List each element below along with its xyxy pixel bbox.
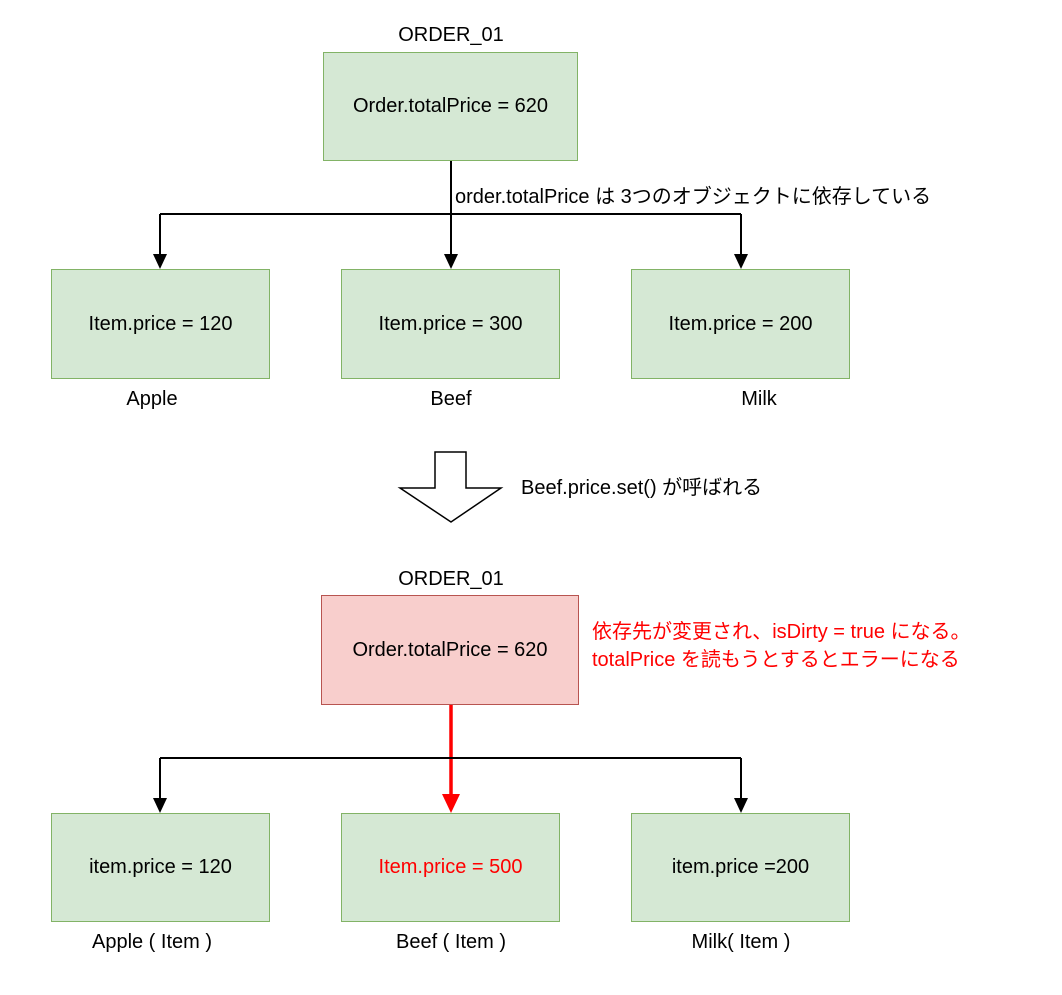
- dirty-note: 依存先が変更され、isDirty = true になる。 totalPrice …: [592, 618, 971, 674]
- arrowhead-apple: [153, 254, 167, 269]
- item-node-apple-bottom: item.price = 120: [51, 813, 270, 922]
- order-node-bottom: Order.totalPrice = 620: [321, 595, 579, 705]
- dirty-note-line2: totalPrice を読もうとするとエラーになる: [592, 649, 960, 671]
- arrowhead-milk-bottom: [734, 798, 748, 813]
- hollow-down-arrow-icon: [397, 451, 504, 523]
- item-node-apple-label: Item.price = 120: [88, 312, 233, 335]
- order-node-bottom-label: Order.totalPrice = 620: [352, 638, 548, 661]
- order-node-top: Order.totalPrice = 620: [323, 52, 578, 161]
- item-node-apple: Item.price = 120: [51, 269, 270, 379]
- item-name-apple: Apple: [126, 388, 178, 410]
- item-node-milk-bottom-label: item.price =200: [671, 856, 810, 878]
- item-node-apple-bottom-label: item.price = 120: [89, 856, 232, 878]
- transition-label: Beef.price.set() が呼ばれる: [521, 477, 763, 499]
- item-name-milk-bottom: Milk( Item ): [691, 931, 791, 953]
- order-title-top: ORDER_01: [398, 24, 504, 46]
- item-node-milk: Item.price = 200: [631, 269, 850, 379]
- dirty-note-line1: 依存先が変更され、isDirty = true になる。: [592, 621, 971, 643]
- arrowhead-beef-bottom: [442, 794, 460, 813]
- item-name-beef-bottom: Beef ( Item ): [395, 931, 507, 953]
- item-node-milk-label: Item.price = 200: [668, 312, 813, 335]
- arrowhead-apple-bottom: [153, 798, 167, 813]
- arrowhead-milk: [734, 254, 748, 269]
- item-node-beef-bottom-label: Item.price = 500: [378, 856, 523, 878]
- item-node-beef-bottom: Item.price = 500: [341, 813, 560, 922]
- item-node-beef: Item.price = 300: [341, 269, 560, 379]
- order-title-bottom: ORDER_01: [398, 568, 504, 590]
- item-node-milk-bottom: item.price =200: [631, 813, 850, 922]
- dependency-note: order.totalPrice は 3つのオブジェクトに依存している: [455, 186, 932, 208]
- order-node-top-label: Order.totalPrice = 620: [352, 95, 549, 117]
- item-node-beef-label: Item.price = 300: [378, 312, 523, 335]
- item-name-milk: Milk: [741, 388, 777, 410]
- item-name-beef: Beef: [430, 388, 472, 410]
- arrowhead-beef: [444, 254, 458, 269]
- item-name-apple-bottom: Apple ( Item ): [91, 931, 213, 953]
